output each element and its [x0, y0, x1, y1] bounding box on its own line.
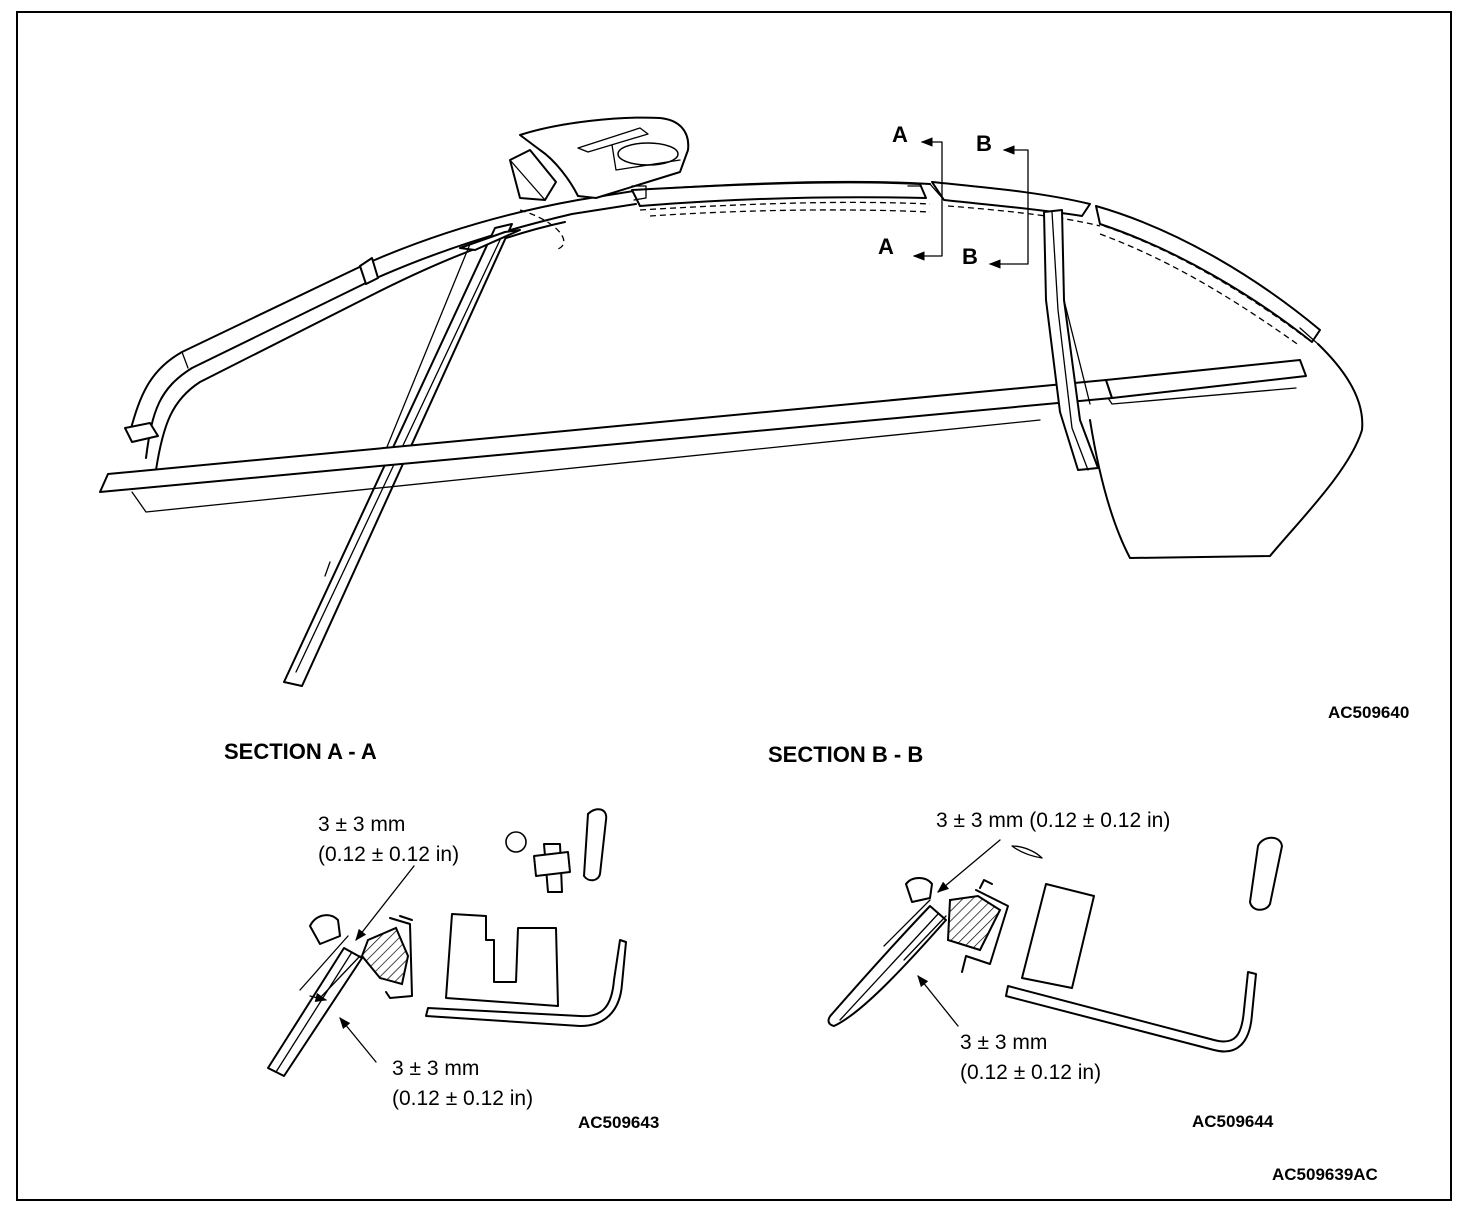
mirror-base	[509, 116, 690, 251]
roof-moulding-front	[631, 181, 931, 217]
section-a-marker-lower: A	[878, 234, 894, 259]
section-b-top-dim: 3 ± 3 mm (0.12 ± 0.12 in)	[936, 809, 1171, 832]
rear-door-frame	[1043, 205, 1364, 559]
section-a-code: AC509643	[578, 1113, 660, 1132]
section-b-title: SECTION B - B	[768, 742, 924, 767]
main-figure-code: AC509640	[1328, 703, 1410, 722]
section-b-marker-lower: B	[962, 244, 978, 269]
section-a-bottom-dim-mm: 3 ± 3 mm	[392, 1057, 480, 1080]
roof-moulding-rear	[929, 181, 1101, 227]
section-marker-b	[988, 145, 1029, 269]
section-b-marker-upper: B	[976, 131, 992, 156]
figure-border	[16, 11, 1452, 1201]
figure-code: AC509639AC	[1272, 1165, 1378, 1184]
section-a-marker-upper: A	[892, 122, 908, 147]
section-a-diagram	[267, 808, 627, 1077]
section-a-bottom-dim-in: (0.12 ± 0.12 in)	[392, 1087, 534, 1110]
section-a-top-dim-mm: 3 ± 3 mm	[318, 813, 406, 836]
section-b-bottom-dim-mm: 3 ± 3 mm	[960, 1031, 1048, 1054]
belt-moulding	[99, 359, 1307, 513]
section-b-diagram	[827, 836, 1283, 1053]
section-b-code: AC509644	[1192, 1112, 1274, 1131]
section-a-title: SECTION A - A	[224, 739, 377, 764]
section-a-top-dim-in: (0.12 ± 0.12 in)	[318, 843, 460, 866]
section-marker-a	[912, 137, 943, 261]
section-b-bottom-dim-in: (0.12 ± 0.12 in)	[960, 1061, 1102, 1084]
